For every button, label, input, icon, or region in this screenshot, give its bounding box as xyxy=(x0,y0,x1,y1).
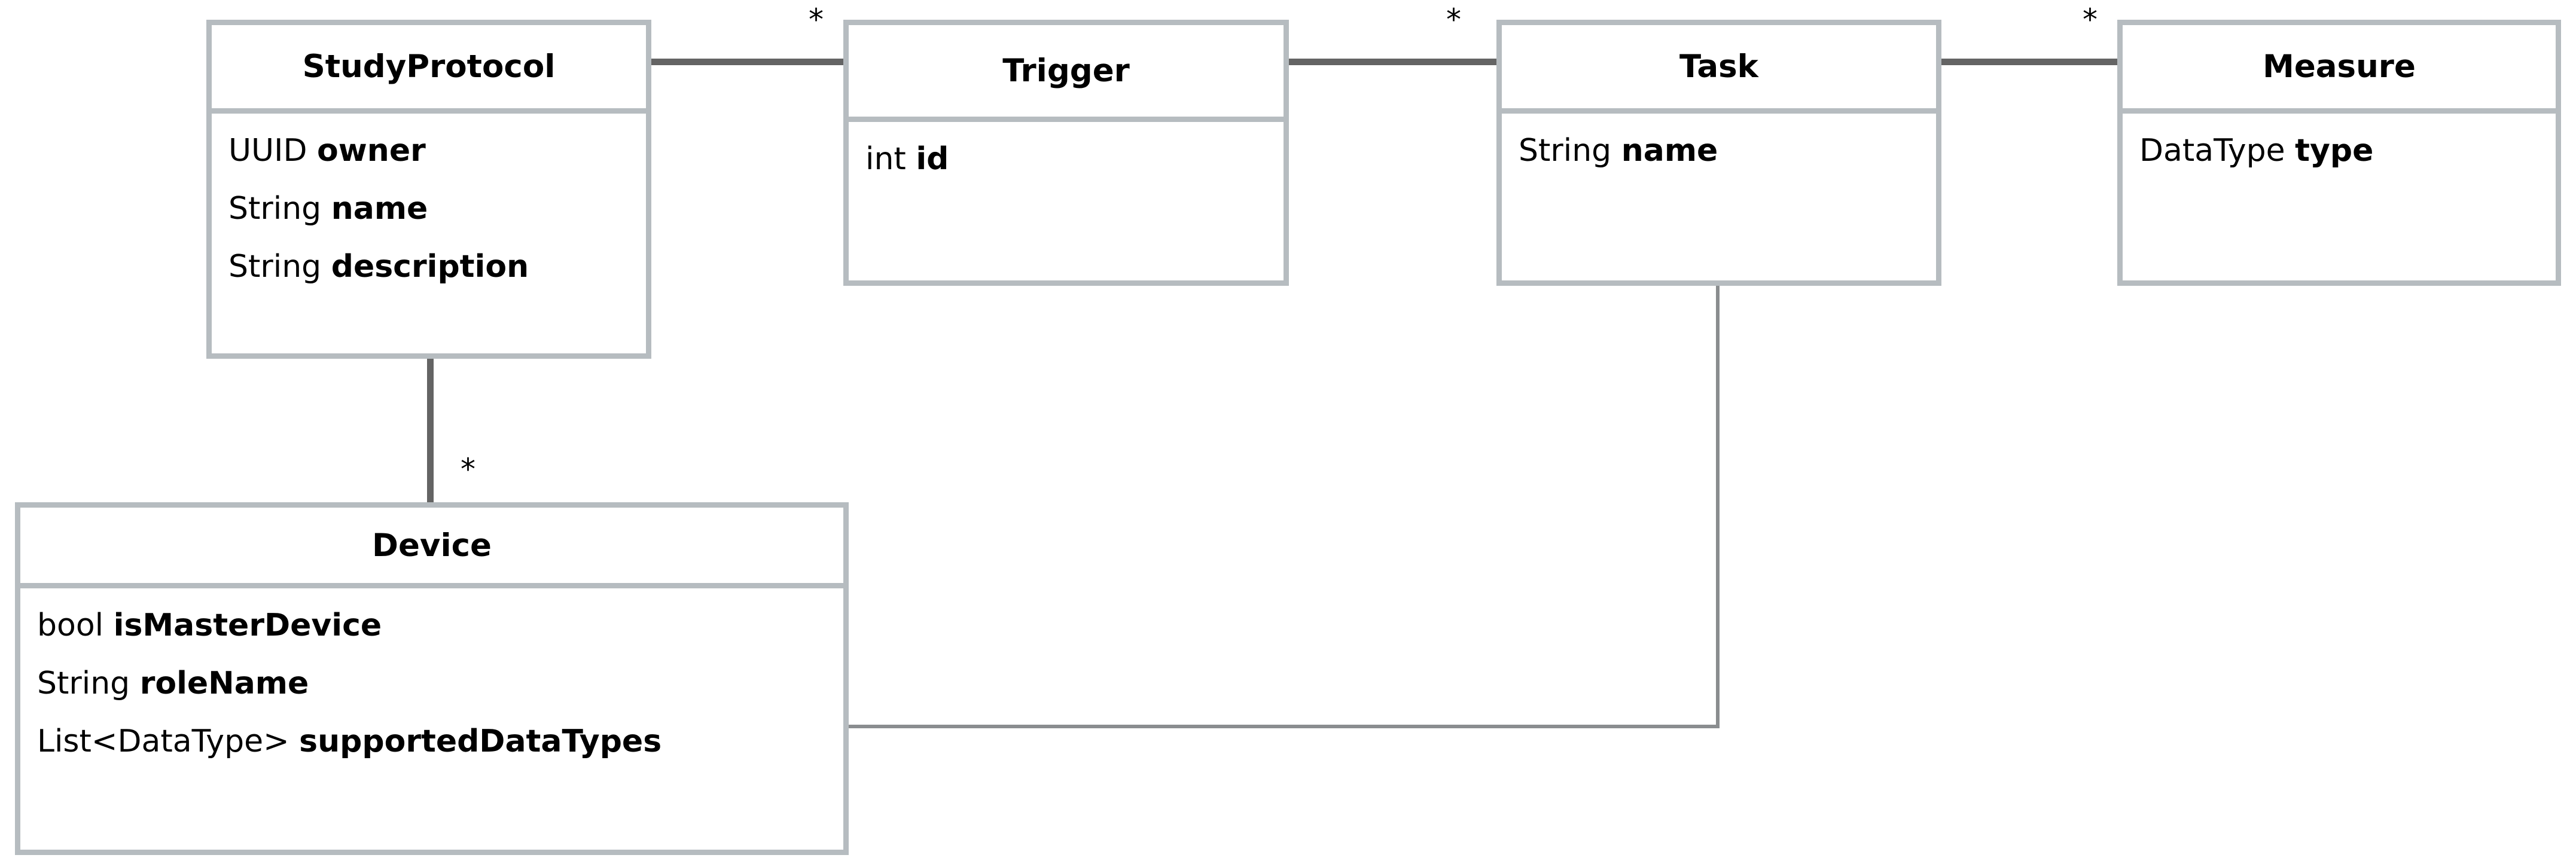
uml-class-body-studyprotocol: UUID owner String name String descriptio… xyxy=(212,114,646,353)
uml-class-measure[interactable]: Measure DataType type xyxy=(2117,20,2561,286)
attribute-type: int xyxy=(865,141,906,177)
attribute-name: type xyxy=(2295,133,2374,169)
attribute-name: id xyxy=(916,141,949,177)
attribute-name: description xyxy=(331,249,529,285)
uml-class-header-task: Task xyxy=(1502,25,1936,114)
multiplicity-studyprotocol-device: * xyxy=(461,452,475,487)
attribute-type: String xyxy=(228,191,322,227)
uml-class-name-studyprotocol: StudyProtocol xyxy=(302,48,556,85)
uml-class-header-trigger: Trigger xyxy=(849,25,1284,122)
uml-class-name-device: Device xyxy=(371,527,492,564)
attribute-type: List<DataType> xyxy=(37,723,289,759)
uml-class-header-measure: Measure xyxy=(2123,25,2556,114)
uml-attribute-row: String description xyxy=(228,251,629,282)
uml-class-name-measure: Measure xyxy=(2263,48,2416,85)
multiplicity-studyprotocol-trigger: * xyxy=(809,2,824,37)
attribute-name: roleName xyxy=(139,665,309,701)
attribute-type: String xyxy=(37,665,130,701)
uml-attribute-row: String name xyxy=(228,193,629,224)
association-line-studyprotocol-trigger xyxy=(646,59,849,65)
attribute-type: String xyxy=(228,249,322,285)
uml-class-task[interactable]: Task String name xyxy=(1496,20,1941,286)
attribute-name: isMasterDevice xyxy=(113,607,382,643)
uml-attribute-row: int id xyxy=(865,144,1267,175)
uml-attribute-row: DataType type xyxy=(2139,135,2539,166)
association-line-task-measure xyxy=(1935,59,2123,65)
uml-class-name-trigger: Trigger xyxy=(1002,53,1130,89)
attribute-type: String xyxy=(1519,133,1612,169)
uml-class-trigger[interactable]: Trigger int id xyxy=(843,20,1289,286)
association-line-task-device-vertical xyxy=(1716,282,1720,728)
association-line-task-device-horizontal xyxy=(842,725,1718,728)
uml-class-body-device: bool isMasterDevice String roleName List… xyxy=(20,588,843,850)
uml-class-device[interactable]: Device bool isMasterDevice String roleNa… xyxy=(15,502,849,855)
uml-class-studyprotocol[interactable]: StudyProtocol UUID owner String name Str… xyxy=(206,20,651,359)
attribute-type: bool xyxy=(37,607,104,643)
uml-attribute-row: UUID owner xyxy=(228,135,629,166)
uml-attribute-row: List<DataType> supportedDataTypes xyxy=(37,726,827,757)
attribute-name: owner xyxy=(317,133,426,169)
uml-class-header-studyprotocol: StudyProtocol xyxy=(212,25,646,114)
attribute-type: UUID xyxy=(228,133,307,169)
multiplicity-trigger-task: * xyxy=(1446,2,1461,37)
uml-class-body-trigger: int id xyxy=(849,122,1284,280)
uml-attribute-row: String name xyxy=(1519,135,1919,166)
association-line-studyprotocol-device xyxy=(427,355,434,506)
uml-attribute-row: String roleName xyxy=(37,668,827,699)
association-line-trigger-task xyxy=(1284,59,1502,65)
attribute-type: DataType xyxy=(2139,133,2285,169)
attribute-name: supportedDataTypes xyxy=(299,723,662,759)
multiplicity-task-measure: * xyxy=(2083,2,2098,37)
uml-attribute-row: bool isMasterDevice xyxy=(37,610,827,641)
uml-class-name-task: Task xyxy=(1679,48,1758,85)
attribute-name: name xyxy=(1621,133,1718,169)
uml-class-body-measure: DataType type xyxy=(2123,114,2556,280)
uml-class-body-task: String name xyxy=(1502,114,1936,280)
uml-class-header-device: Device xyxy=(20,508,843,588)
attribute-name: name xyxy=(331,191,428,227)
